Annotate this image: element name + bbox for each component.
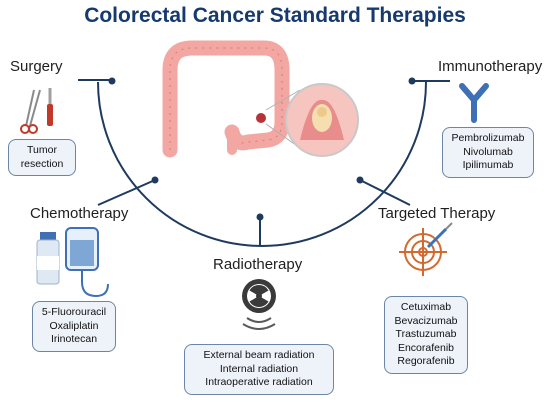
list-item: Cetuximab xyxy=(400,301,452,313)
list-item: 5-Fluorouracil xyxy=(41,306,107,318)
list-item: Nivolumab xyxy=(463,145,513,158)
list-item: Bevacizumab xyxy=(394,314,458,327)
list-item: External beam radiation xyxy=(203,349,315,361)
list-item: Trastuzumab xyxy=(395,328,457,340)
list-item: Internal radiation xyxy=(219,362,299,375)
central-arc xyxy=(97,81,427,247)
radiation-icon xyxy=(242,279,276,330)
antibody-icon xyxy=(459,83,489,123)
list-item: Irinotecan xyxy=(50,333,98,345)
list-item: Intraoperative radiation xyxy=(205,376,313,388)
immunotherapy-label: Immunotherapy xyxy=(438,58,543,75)
list-item: Oxaliplatin xyxy=(49,319,99,332)
node-radiotherapy xyxy=(256,213,264,221)
list-item: Pembrolizumab xyxy=(451,132,525,144)
node-immunotherapy xyxy=(408,77,416,85)
targeted-therapy-items-box: Cetuximab Bevacizumab Trastuzumab Encora… xyxy=(384,296,468,374)
chemotherapy-label: Chemotherapy xyxy=(30,205,129,222)
connector-chemotherapy xyxy=(97,179,156,206)
list-item: Tumor xyxy=(27,144,57,156)
vial-and-iv-bag-icon xyxy=(36,227,109,298)
surgical-instruments-icon xyxy=(20,88,53,134)
targeted-therapy-label: Targeted Therapy xyxy=(378,205,496,222)
list-item: Regorafenib xyxy=(397,355,455,367)
radiotherapy-items-box: External beam radiation Internal radiati… xyxy=(184,344,334,395)
list-item: Encorafenib xyxy=(397,341,455,354)
page-title: Colorectal Cancer Standard Therapies xyxy=(84,4,466,27)
surgery-items-box: Tumor resection xyxy=(8,139,76,176)
node-surgery xyxy=(108,77,116,85)
node-targeted xyxy=(356,176,364,184)
list-item: resection xyxy=(20,157,64,170)
colon-with-tumor-magnified-icon xyxy=(162,40,359,158)
target-with-syringe-icon xyxy=(399,222,453,276)
surgery-label: Surgery xyxy=(10,58,63,75)
radiotherapy-label: Radiotherapy xyxy=(213,256,303,273)
chemotherapy-items-box: 5-Fluorouracil Oxaliplatin Irinotecan xyxy=(32,301,116,352)
node-chemotherapy xyxy=(151,176,159,184)
list-item: Ipilimumab xyxy=(462,159,514,171)
connector-targeted xyxy=(359,179,411,206)
immunotherapy-items-box: Pembrolizumab Nivolumab Ipilimumab xyxy=(442,127,534,178)
